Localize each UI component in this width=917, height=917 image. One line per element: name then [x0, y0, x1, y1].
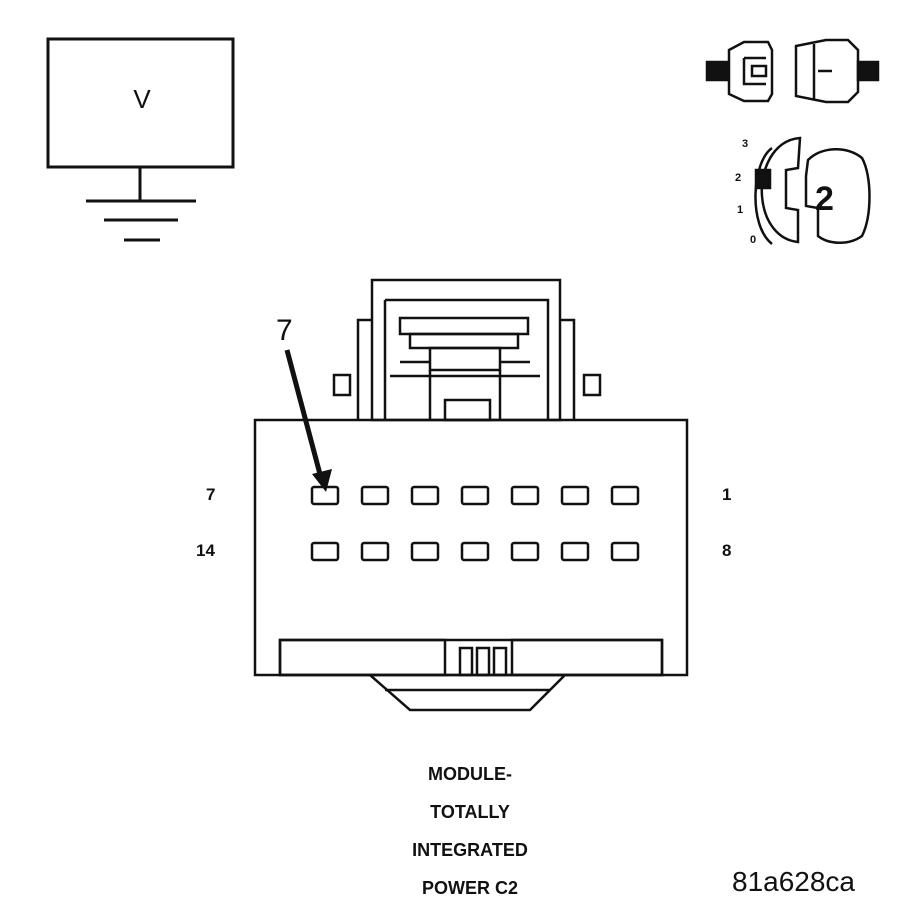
- pin-cavity-12: [410, 541, 440, 562]
- pin-cavity-4: [460, 485, 490, 506]
- pin-cavity-3: [510, 485, 540, 506]
- pin-cavity-9: [560, 541, 590, 562]
- row2-right-label: 8: [722, 541, 732, 560]
- pin-cavity-13: [360, 541, 390, 562]
- pointer-arrow: [284, 349, 332, 492]
- pin-cavity-8: [610, 541, 640, 562]
- caption-line-2: TOTALLY: [430, 802, 510, 822]
- connector-caption: MODULE- TOTALLY INTEGRATED POWER C2: [340, 755, 600, 907]
- ignition-key-icon: [754, 136, 871, 245]
- row1-left-label: 7: [206, 485, 216, 504]
- connector-body: [253, 278, 689, 712]
- pin-cavity-14: [310, 541, 340, 562]
- caption-line-1: MODULE-: [428, 764, 512, 784]
- pin-cavity-2: [560, 485, 590, 506]
- pin-row-1: [310, 485, 640, 506]
- pin-cavity-6: [360, 485, 390, 506]
- pointer-pin-label: 7: [276, 314, 293, 347]
- ignition-position-3: 3: [742, 138, 749, 150]
- caption-line-4: POWER C2: [421, 878, 518, 898]
- ignition-position-0: 0: [750, 234, 757, 246]
- ignition-position-2: 2: [735, 172, 742, 184]
- reference-code: 81a628ca: [732, 866, 856, 897]
- voltmeter-icon: [46, 37, 235, 201]
- caption-line-3: INTEGRATED: [412, 840, 528, 860]
- pin-row-2: [310, 541, 640, 562]
- ignition-position-1: 1: [737, 204, 744, 216]
- row1-right-label: 1: [722, 485, 732, 504]
- voltmeter-label: V: [133, 84, 151, 114]
- connector-disconnected-icon: [705, 38, 880, 104]
- pin-cavity-5: [410, 485, 440, 506]
- pin-cavity-1: [610, 485, 640, 506]
- pin-cavity-11: [460, 541, 490, 562]
- pin-cavity-10: [510, 541, 540, 562]
- ignition-selected-position: 2: [815, 180, 834, 218]
- ground-symbol-icon: [86, 199, 196, 242]
- row2-left-label: 14: [196, 541, 215, 560]
